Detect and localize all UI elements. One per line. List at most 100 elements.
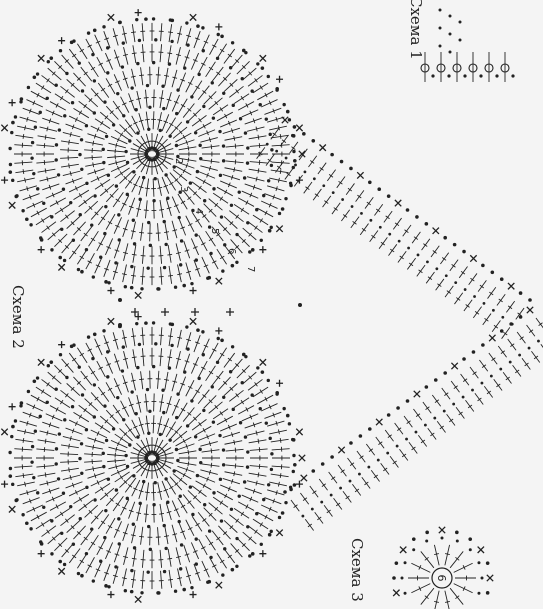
chain-dot (270, 468, 273, 471)
chain-dot (124, 589, 127, 592)
double-crochet-stitch (161, 23, 162, 41)
double-crochet-stitch (206, 62, 216, 77)
stitch-bar (423, 244, 427, 247)
chain-dot (107, 585, 110, 588)
double-crochet-stitch (217, 112, 233, 121)
chain-dot (42, 202, 45, 205)
chain-dot (154, 481, 157, 484)
double-crochet-stitch (50, 102, 66, 111)
double-crochet-stitch (132, 222, 136, 240)
stitch-bar (234, 471, 235, 476)
double-crochet-stitch (160, 504, 163, 522)
plus-mark (1, 481, 8, 488)
stitch-bar (100, 183, 103, 187)
single-crochet-mark (451, 363, 457, 369)
stitch-bar (70, 132, 71, 137)
chain-dot (360, 212, 363, 215)
double-crochet-stitch (269, 178, 287, 182)
double-crochet-stitch (86, 39, 95, 55)
flower-chart: 6 (392, 527, 493, 609)
double-crochet-stitch (95, 179, 110, 189)
double-crochet-stitch (121, 195, 129, 211)
double-crochet-stitch (231, 55, 243, 69)
chain-dot (105, 439, 108, 442)
double-crochet-stitch (356, 190, 364, 201)
chain-dot (58, 256, 62, 260)
stitch-bar (353, 221, 357, 224)
chain-dot (222, 463, 225, 466)
double-crochet-stitch (73, 494, 88, 503)
chain-dot (281, 511, 285, 515)
chain-dot (528, 347, 531, 350)
double-crochet-stitch (188, 413, 201, 426)
stitch-bar (69, 163, 70, 168)
double-crochet-stitch (253, 215, 268, 225)
stitch-bar (177, 274, 182, 275)
double-crochet-stitch (248, 379, 262, 390)
chain-dot (121, 65, 124, 68)
chain-dot (163, 524, 166, 527)
double-crochet-stitch (178, 569, 182, 587)
chain-dot (155, 453, 159, 457)
stitch-bar (312, 491, 316, 494)
single-crochet-mark (260, 55, 266, 61)
chain-dot (93, 332, 97, 336)
chain-dot (248, 250, 251, 253)
double-crochet-stitch (248, 75, 262, 86)
chain-dot (471, 389, 474, 392)
chain-dot (404, 592, 407, 595)
double-crochet-stitch (210, 253, 219, 269)
chain-dot (293, 463, 297, 467)
double-crochet-stitch (229, 515, 243, 526)
chain-dot (140, 591, 143, 594)
double-crochet-stitch (217, 348, 227, 363)
stitch-bar (444, 393, 448, 396)
chain-dot (386, 452, 389, 455)
double-crochet-stitch (36, 215, 51, 225)
stitch-bar (255, 226, 258, 230)
chain-dot (453, 243, 457, 247)
chain-dot (138, 39, 141, 42)
chain-dot (292, 438, 296, 442)
double-crochet-stitch (123, 330, 127, 348)
chain-dot (275, 391, 279, 395)
double-crochet-stitch (432, 395, 440, 406)
chain-dot (401, 577, 404, 580)
double-crochet-stitch (169, 266, 172, 284)
double-crochet-stitch (36, 387, 51, 397)
double-crochet-stitch (132, 526, 136, 544)
chain-dot (235, 565, 238, 568)
chain-dot (198, 448, 201, 451)
stitch-bar (256, 481, 257, 486)
double-crochet-stitch (160, 44, 161, 62)
double-crochet-stitch (381, 463, 389, 474)
chain-dot (21, 209, 24, 212)
stitch-bar (374, 475, 378, 478)
double-crochet-stitch (31, 208, 47, 217)
double-crochet-stitch (199, 539, 208, 555)
chain-dot (311, 508, 314, 511)
chain-dot (231, 264, 235, 268)
single-crochet-mark (38, 55, 44, 61)
stitch-bar (256, 127, 257, 132)
chain-dot (294, 164, 297, 167)
double-crochet-stitch (337, 177, 345, 188)
double-crochet-stitch (237, 538, 250, 551)
double-crochet-stitch (98, 210, 109, 225)
stitch-bar (357, 195, 361, 198)
stitch-bar (165, 148, 166, 153)
chain-dot (27, 390, 30, 393)
double-crochet-stitch (183, 103, 194, 117)
chain-dot (281, 207, 285, 211)
stitch-bar (100, 487, 103, 491)
double-crochet-stitch (63, 475, 80, 479)
stitch-bar (91, 67, 95, 70)
single-crochet-mark (108, 14, 114, 20)
chain-dot (447, 74, 450, 77)
double-crochet-stitch (69, 488, 85, 496)
double-crochet-stitch (224, 353, 235, 367)
double-crochet-stitch (113, 496, 123, 511)
double-crochet-stitch (332, 203, 340, 214)
stitch-bar (84, 104, 87, 108)
single-crochet-mark (9, 202, 15, 208)
